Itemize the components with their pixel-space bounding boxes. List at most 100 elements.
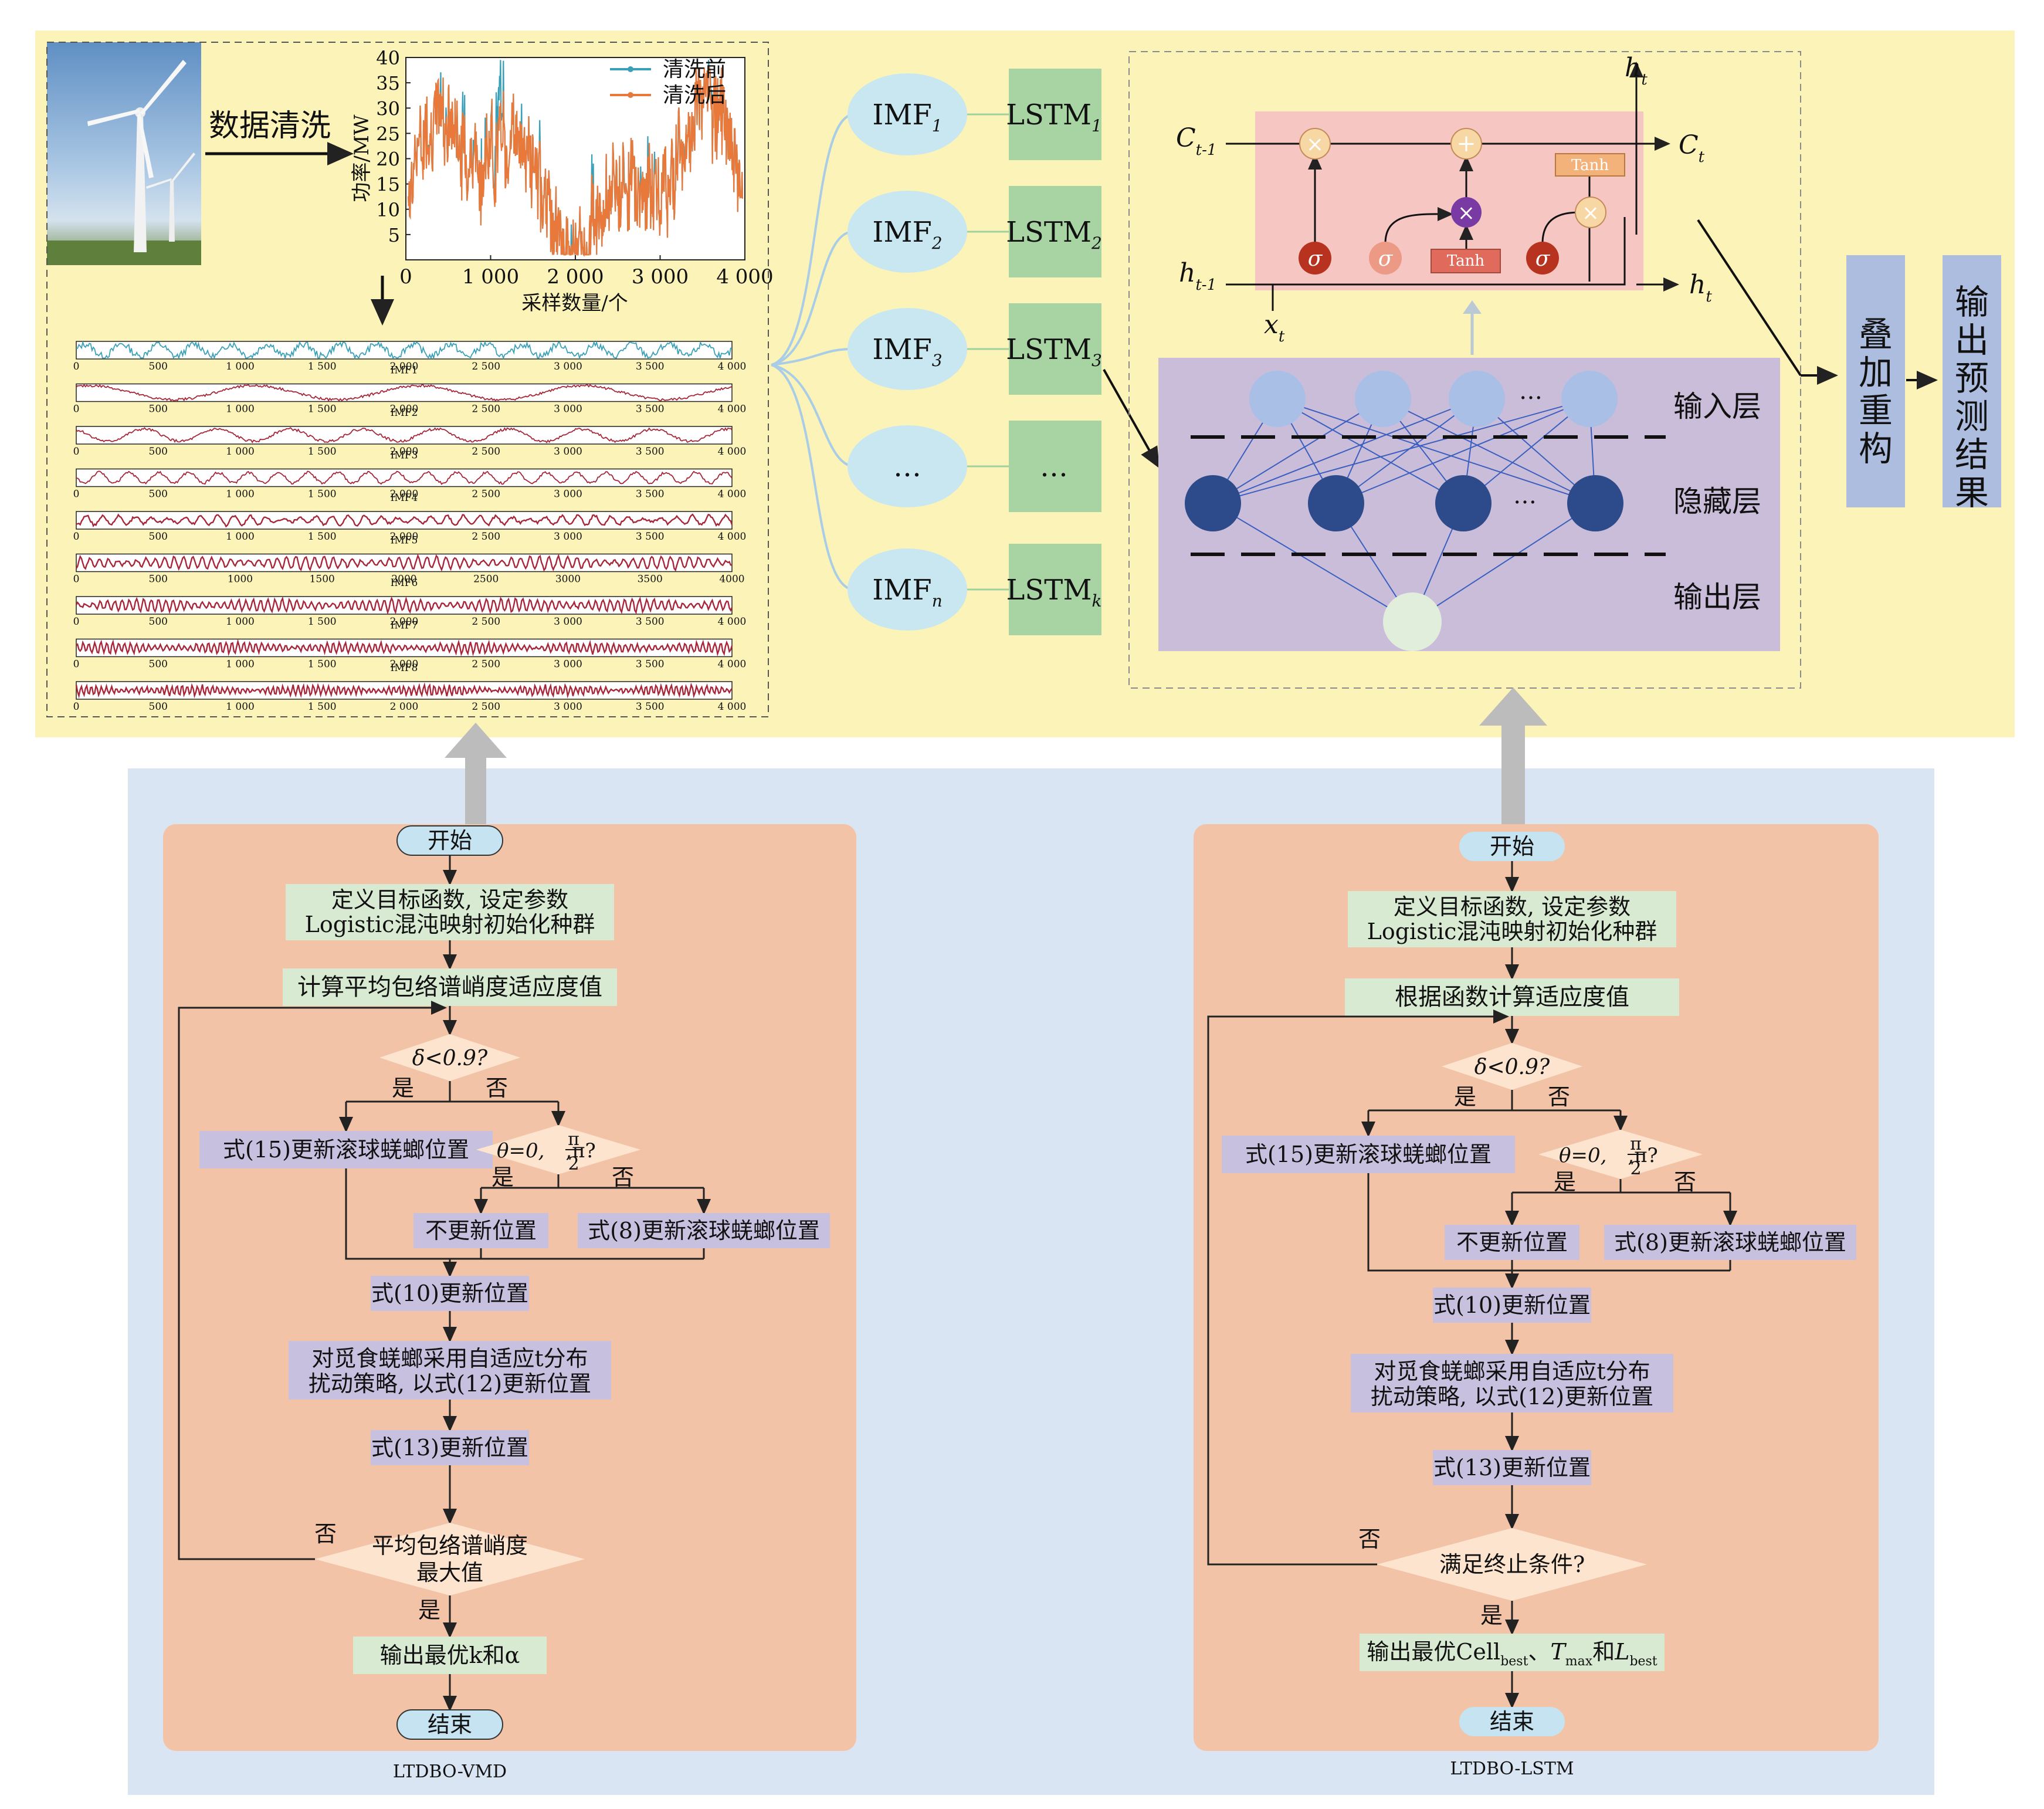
imf-label: IMF2 xyxy=(872,216,942,253)
decomp-xtick-label: 4 000 xyxy=(718,489,747,500)
stop-line-2: 最大值 xyxy=(416,1560,483,1586)
define-line-1: 定义目标函数, 设定参数 xyxy=(1394,894,1631,920)
decomp-row-label: IMF5 xyxy=(391,535,418,547)
forage-box xyxy=(289,1341,611,1400)
decomp-xtick-label: 4 000 xyxy=(718,616,747,628)
decomp-xtick-label: 3000 xyxy=(555,574,581,585)
no-update-label: 不更新位置 xyxy=(1456,1229,1568,1255)
cell-to-superpose-arrow xyxy=(1697,219,1802,377)
decomp-xtick-label: 1500 xyxy=(310,574,335,585)
lstm-node xyxy=(1009,303,1101,395)
decomp-xtick-label: 3 000 xyxy=(554,616,582,628)
eq8-label: 式(8)更新滚球蜣螂位置 xyxy=(1614,1229,1846,1255)
end-label: 结束 xyxy=(428,1712,472,1737)
theta-decision xyxy=(476,1125,640,1174)
decomp-signal-line xyxy=(76,470,733,485)
yes-label: 是 xyxy=(1454,1084,1476,1110)
output-box xyxy=(1943,255,2001,507)
decomp-signal-line xyxy=(76,340,733,361)
imf-node xyxy=(848,548,967,631)
imf-label: IMFn xyxy=(872,574,942,611)
neural-network: … … 输入层 隐藏层 输出层 xyxy=(1158,358,1780,651)
decomp-xtick-label: 3 500 xyxy=(636,531,665,543)
eq15-box xyxy=(199,1131,493,1168)
eq15-label: 式(15)更新滚球蜣螂位置 xyxy=(1245,1141,1492,1167)
imf-label: … xyxy=(893,450,921,483)
decomp-signal-line xyxy=(76,513,733,528)
decomp-xtick-label: 0 xyxy=(73,446,80,458)
delta-label: δ<0.9? xyxy=(1474,1055,1550,1079)
legend-after-marker xyxy=(628,92,633,98)
output-box xyxy=(1360,1634,1665,1671)
chart-xlabel: 采样数量/个 xyxy=(521,292,628,315)
decomp-xtick-label: 2 500 xyxy=(472,701,500,713)
decomp-xtick-label: 500 xyxy=(149,701,168,713)
input-neuron xyxy=(1449,371,1505,427)
ytick-label: 15 xyxy=(376,174,400,196)
vertical-char: 出 xyxy=(1955,320,1989,360)
end-terminal xyxy=(396,1709,503,1740)
forage-line-1: 对觅食蜣螂采用自适应t分布 xyxy=(1374,1359,1650,1384)
decomp-xtick-label: 1 000 xyxy=(226,404,255,415)
wind-turbine-photo xyxy=(47,42,201,265)
decomp-xtick-label: 3 000 xyxy=(554,489,582,500)
ytick-label: 5 xyxy=(388,224,400,246)
decomp-xtick-label: 3 500 xyxy=(636,616,665,628)
decomp-xtick-label: 2 500 xyxy=(472,489,500,500)
input-dots: … xyxy=(1519,378,1543,405)
decomp-xtick-label: 3 500 xyxy=(636,659,665,670)
decomp-row-label: IMF2 xyxy=(391,407,418,419)
no-label: 否 xyxy=(1548,1084,1570,1110)
c-next-label: Ct xyxy=(1679,130,1705,166)
theta-denominator: 2 xyxy=(568,1154,579,1174)
decomp-xtick-label: 2 500 xyxy=(472,361,500,372)
decomp-xtick-label: 0 xyxy=(73,574,80,585)
decomp-xtick-label: 0 xyxy=(73,616,80,628)
output-multiply-op xyxy=(1575,197,1606,228)
decomp-xtick-label: 2 500 xyxy=(472,659,500,670)
stop-line-1: 平均包络谱峭度 xyxy=(372,1533,528,1559)
legend-before: 清洗前 xyxy=(663,57,726,82)
decomp-xtick-label: 500 xyxy=(149,361,168,372)
c-prev-label: Ct-1 xyxy=(1176,123,1216,159)
lstm-node xyxy=(1009,186,1101,277)
decomp-xtick-label: 3 500 xyxy=(636,446,665,458)
lstm-label: LSTM2 xyxy=(1006,216,1102,253)
cell-tanh-box xyxy=(1555,153,1625,177)
decomp-xtick-label: 4 000 xyxy=(718,446,747,458)
hidden-neuron xyxy=(1185,475,1241,531)
lstm-node xyxy=(1009,544,1101,635)
decomp-signal-line xyxy=(76,427,733,443)
decomp-signal-line xyxy=(75,596,733,615)
decomp-xtick-label: 4 000 xyxy=(718,659,747,670)
forage-line-2: 扰动策略, 以式(12)更新位置 xyxy=(1371,1384,1653,1410)
output-gate-sigma-label: σ xyxy=(1535,247,1551,271)
yes-label: 是 xyxy=(491,1164,514,1190)
gray-up-arrow-left xyxy=(445,723,507,827)
theta-label: θ=0,,π? xyxy=(497,1139,596,1163)
decomp-xtick-label: 4 000 xyxy=(718,404,747,415)
output-gate-sigma xyxy=(1526,242,1559,275)
vertical-char: 预 xyxy=(1955,358,1989,398)
stop-decision xyxy=(315,1523,585,1595)
eq13-box xyxy=(371,1430,529,1465)
imf-node xyxy=(848,191,967,273)
decomp-xtick-label: 1 500 xyxy=(308,489,337,500)
vertical-char: 测 xyxy=(1955,397,1989,436)
vertical-char: 果 xyxy=(1955,473,1989,513)
ytick-label: 20 xyxy=(376,148,400,171)
ytick-label: 40 xyxy=(376,47,400,69)
eq10-label: 式(10)更新位置 xyxy=(371,1280,528,1306)
forget-gate-sigma xyxy=(1299,242,1331,275)
decomp-xtick-label: 3 000 xyxy=(554,531,582,543)
xtick-label: 2 000 xyxy=(547,265,604,289)
lstm-label: LSTM3 xyxy=(1006,333,1102,370)
hidden-layer-label: 隐藏层 xyxy=(1673,485,1761,519)
add-op xyxy=(1450,128,1482,160)
decomp-signal-line xyxy=(76,638,733,657)
imf-label: IMF1 xyxy=(872,99,942,135)
